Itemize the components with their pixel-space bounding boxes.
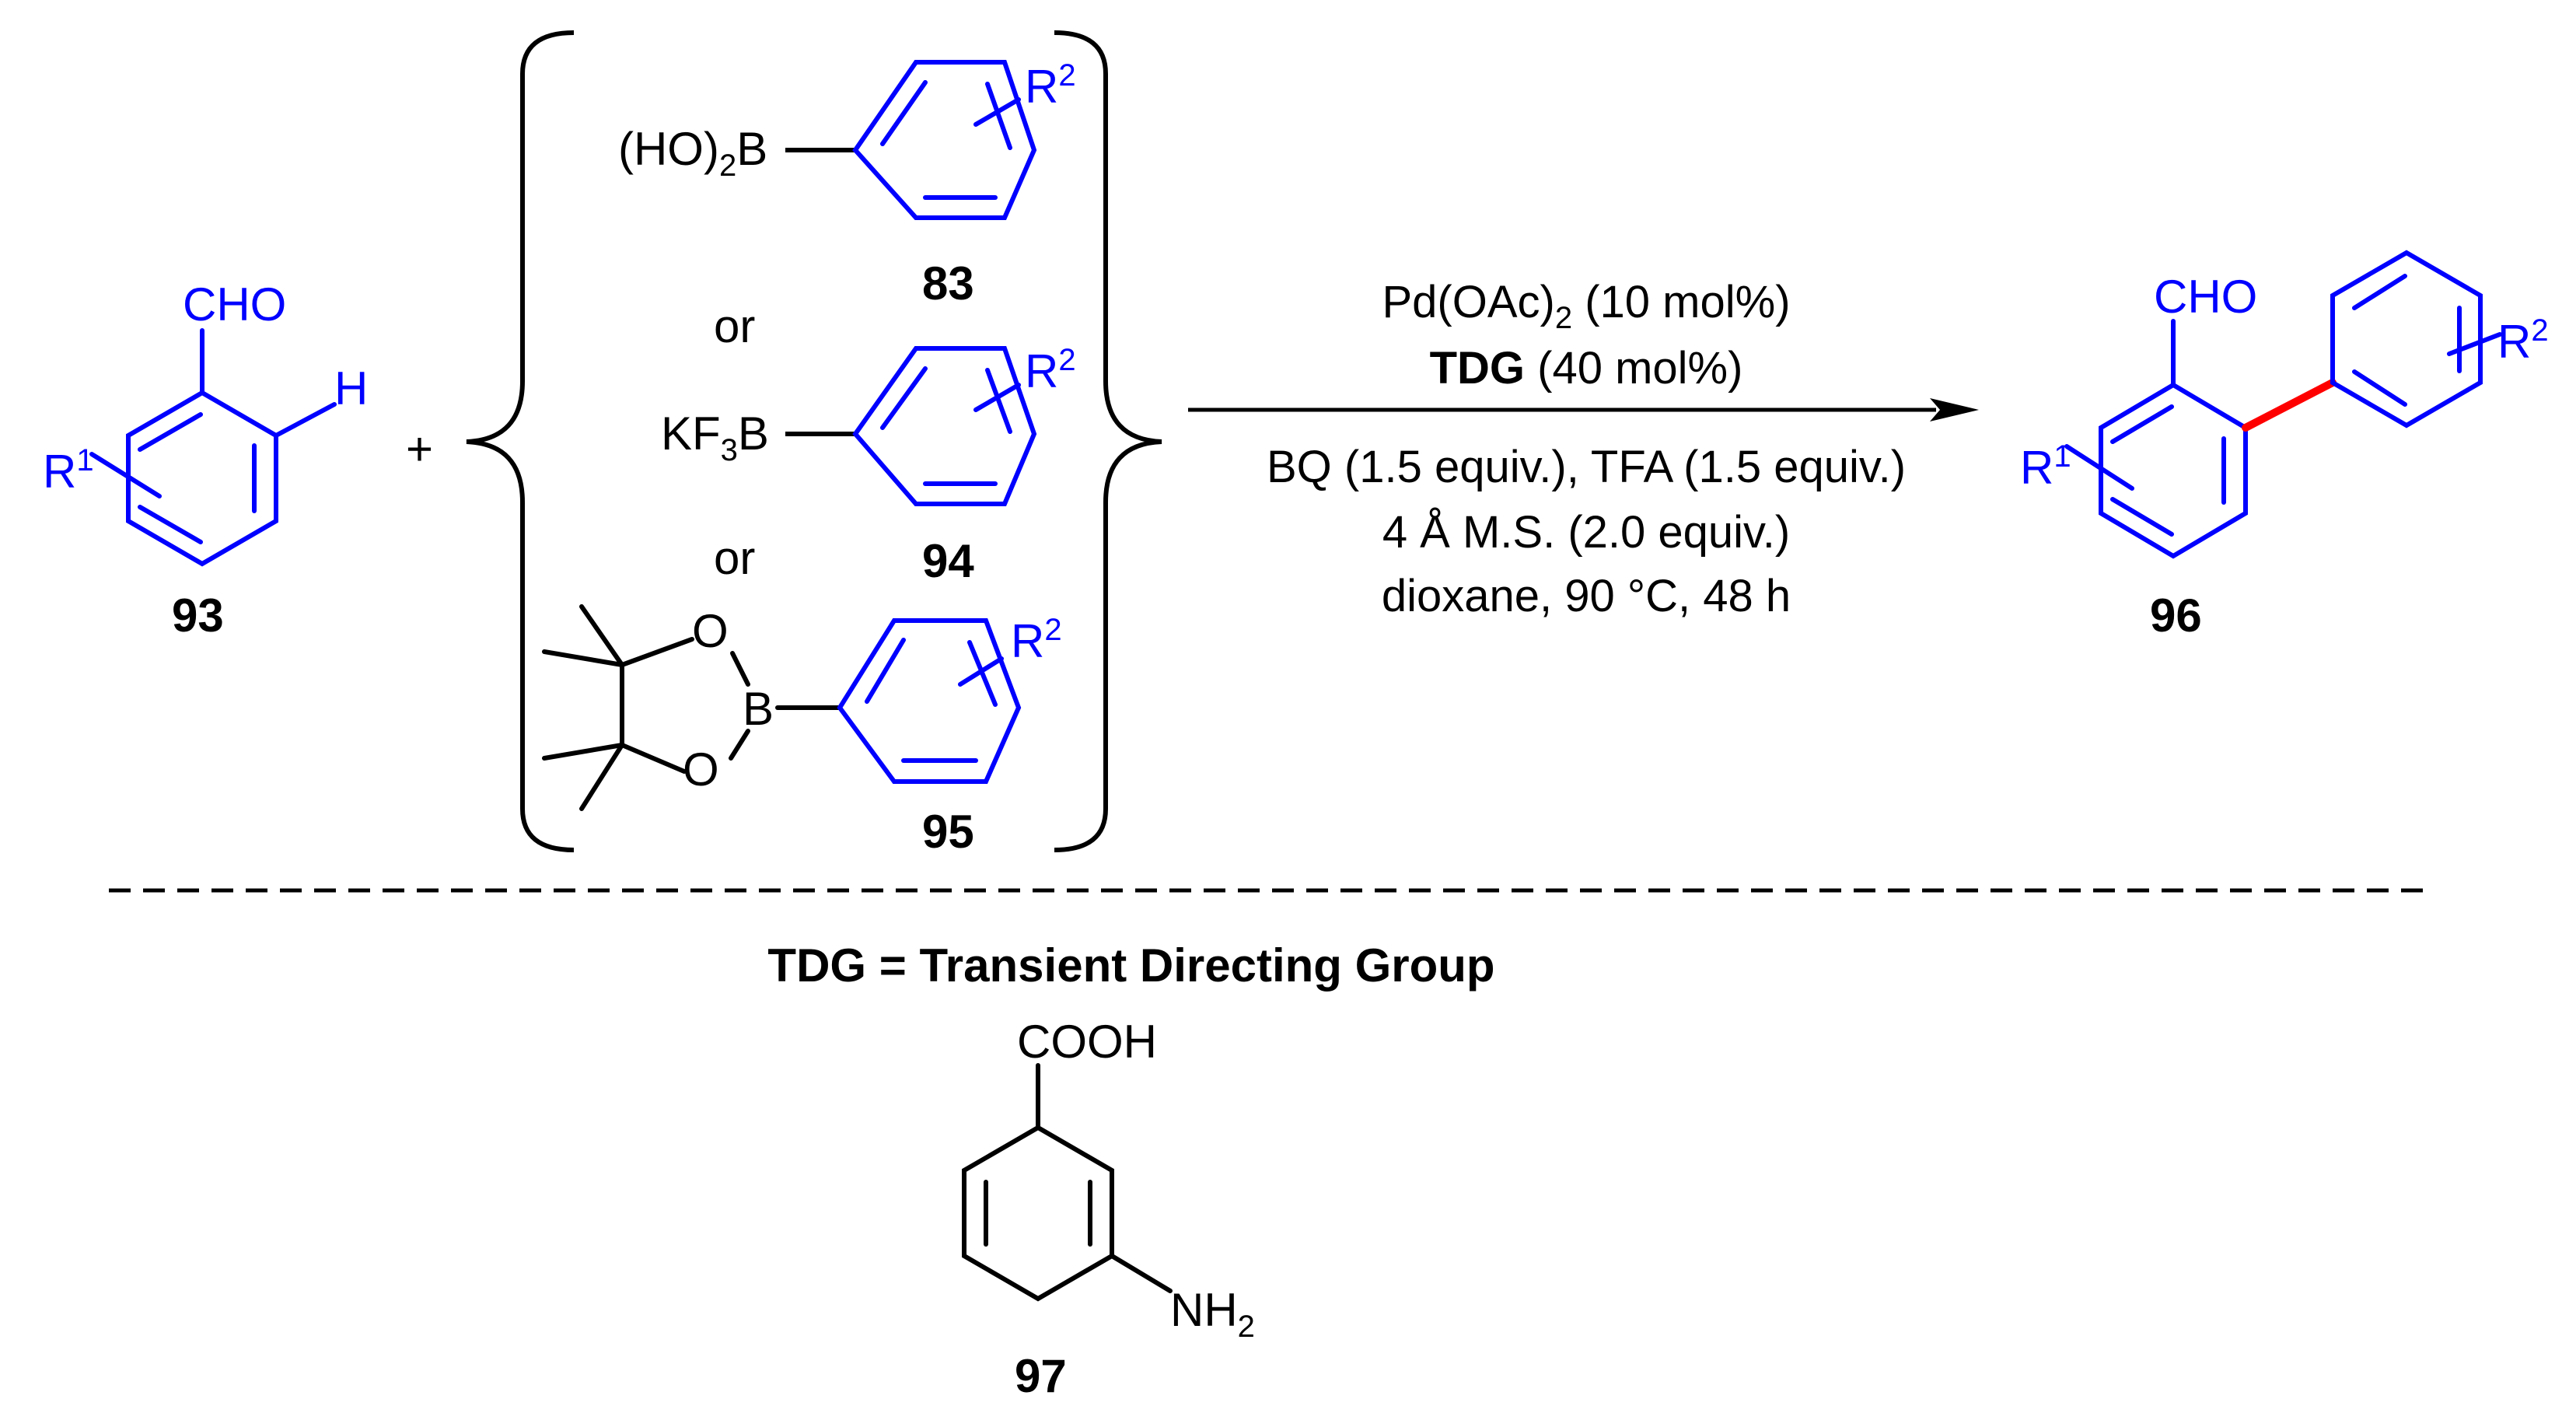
pinacol-ring — [542, 604, 842, 811]
compound-number-93: 93 — [172, 589, 224, 642]
nh2-label: NH2 — [1170, 1284, 1255, 1344]
oxygen-bottom: O — [683, 743, 719, 796]
benzene-ring-97 — [962, 1063, 1173, 1302]
r2-label-product: R2 — [2497, 313, 2549, 368]
trifluoroborate-prefix: KF3B — [661, 407, 769, 467]
tdg-compound-97: COOH NH2 97 — [962, 1016, 1255, 1402]
solvent-line: dioxane, 90 °C, 48 h — [1382, 571, 1791, 621]
additive-line: BQ (1.5 equiv.), TFA (1.5 equiv.) — [1267, 442, 1906, 492]
r1-label-product: R1 — [2020, 439, 2071, 494]
compound-number-97: 97 — [1015, 1350, 1067, 1402]
catalyst-line: Pd(OAc)2 (10 mol%) — [1382, 277, 1790, 335]
reaction-arrow — [1188, 398, 1979, 421]
benzene-ring-95 — [837, 618, 1022, 784]
left-brace — [466, 30, 575, 852]
compound-number-94: 94 — [922, 535, 974, 587]
or-text-2: or — [714, 532, 755, 584]
benzene-ring-96a — [2064, 319, 2248, 559]
cooh-label: COOH — [1017, 1016, 1157, 1068]
tdg-definition: TDG = Transient Directing Group — [767, 939, 1494, 992]
compound-number-95: 95 — [922, 806, 974, 858]
oxygen-top: O — [692, 605, 729, 657]
reactant-93: CHO H R1 93 — [43, 278, 368, 642]
boronic-acid-prefix: (HO)2B — [618, 123, 767, 183]
plus-sign: + — [406, 423, 433, 475]
compound-number-96: 96 — [2150, 589, 2202, 642]
or-text-1: or — [714, 300, 755, 352]
product-96: CHO R1 R2 96 — [2020, 250, 2549, 642]
reaction-conditions: Pd(OAc)2 (10 mol%) TDG (40 mol%) BQ (1.5… — [1267, 277, 1906, 621]
benzene-ring-83 — [852, 60, 1037, 220]
r2-label-95: R2 — [1011, 613, 1062, 667]
new-c-c-bond — [2242, 379, 2337, 432]
r1-label: R1 — [43, 443, 94, 498]
compound-number-83: 83 — [922, 257, 974, 310]
trifluoroborate-94: KF3B R2 94 — [661, 343, 1076, 587]
tdg-loading-line: TDG (40 mol%) — [1430, 343, 1743, 393]
right-brace — [1054, 30, 1162, 852]
boron-atom: B — [743, 683, 774, 735]
benzene-ring-96b — [2330, 250, 2502, 428]
benzene-ring-94 — [852, 346, 1037, 506]
sieves-line: 4 Å M.S. (2.0 equiv.) — [1382, 507, 1790, 558]
r2-label-94: R2 — [1025, 343, 1076, 397]
boronic-acid-83: (HO)2B R2 83 — [618, 58, 1076, 310]
cho-label: CHO — [183, 278, 286, 331]
benzene-ring-93 — [89, 328, 337, 567]
r2-label-83: R2 — [1025, 58, 1076, 113]
h-label: H — [334, 362, 368, 414]
cho-label-product: CHO — [2154, 271, 2257, 323]
pinacol-ester-95: O B O R2 95 — [542, 604, 1062, 858]
